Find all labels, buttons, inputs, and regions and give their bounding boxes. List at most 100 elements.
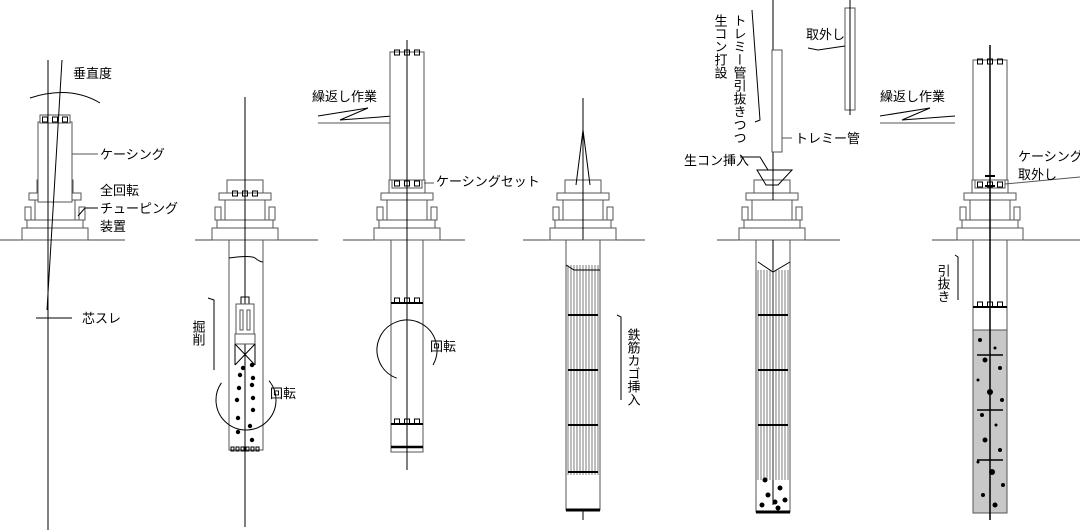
- tubing-machine-post: [78, 206, 86, 221]
- tubing-machine-post: [552, 206, 560, 221]
- bolt-icon: [394, 297, 400, 304]
- concrete-hopper: [756, 169, 794, 186]
- concrete-particle: [775, 505, 781, 511]
- aggregate-particle: [1000, 398, 1004, 402]
- label-casing-remove-2: 取外し: [1018, 168, 1057, 183]
- soil-particle: [249, 382, 255, 388]
- casing: [228, 239, 264, 451]
- bolt-icon: [414, 49, 420, 56]
- concrete-particle: [772, 499, 778, 505]
- rotation-arrow: [376, 319, 438, 379]
- label-casing-remove-1: ケーシング: [1018, 150, 1080, 165]
- soil-particle: [235, 415, 241, 421]
- tubing-machine-body: [751, 199, 793, 221]
- concrete-particle: [762, 477, 768, 483]
- leader-line: [1004, 176, 1080, 185]
- bolt-icon: [394, 49, 400, 56]
- aggregate-particle: [976, 378, 980, 382]
- tubing-machine-post: [214, 206, 222, 221]
- tubing-machine-base: [738, 227, 806, 241]
- aggregate-particle: [982, 437, 988, 443]
- bolt-icon: [977, 58, 983, 65]
- tubing-machine-flange: [745, 192, 799, 201]
- bolt-icon: [414, 180, 420, 187]
- leader-line: [740, 156, 769, 171]
- tubing-machine-post: [430, 206, 438, 221]
- tubing-machine-body: [34, 199, 76, 221]
- bolt-icon: [252, 190, 258, 197]
- bolt-icon: [977, 181, 983, 188]
- tubing-machine-base: [21, 227, 89, 241]
- aggregate-particle: [980, 413, 984, 417]
- soil-particle: [237, 372, 243, 378]
- cutting-bit: [250, 446, 255, 452]
- soil-particle: [240, 365, 246, 371]
- step-1-casing-verticality: 垂直度 ケーシング 全回転 チューピング 装置 芯スレ: [73, 66, 178, 327]
- repeat-marker: [879, 107, 956, 121]
- soil-particle: [250, 395, 256, 401]
- cutting-bit: [235, 446, 240, 452]
- label-device-3: 装置: [100, 220, 126, 235]
- label-device-1: 全回転: [100, 183, 139, 199]
- soil-particle: [234, 397, 240, 403]
- label-device-2: チューピング: [100, 202, 178, 217]
- tubing-machine-post: [741, 206, 749, 221]
- tubing-machine-post: [376, 206, 384, 221]
- label-verticality: 垂直度: [73, 66, 112, 82]
- label-misalignment: 芯スレ: [82, 312, 121, 327]
- aggregate-particle: [982, 357, 988, 363]
- tubing-machine-platform: [743, 219, 801, 229]
- label-concrete-insert: 生コン挿入: [684, 154, 749, 169]
- label-repeat: 繰返し作業: [312, 89, 377, 105]
- direction-marker: [954, 254, 959, 300]
- cutting-bit: [255, 446, 260, 452]
- repeat-marker: [317, 107, 394, 121]
- bolt-icon: [997, 181, 1003, 188]
- concrete-particle: [777, 485, 783, 491]
- grab-slot: [246, 309, 251, 331]
- concrete-particle: [782, 497, 788, 503]
- aggregate-particle: [998, 366, 1002, 370]
- concrete-particle: [759, 502, 765, 508]
- tubing-machine-post: [268, 206, 276, 221]
- aggregate-particle: [976, 460, 980, 464]
- aggregate-particle: [998, 448, 1002, 452]
- leader-line: [807, 45, 846, 51]
- soil-particle: [249, 437, 255, 443]
- grab-jaws: [234, 343, 256, 366]
- casing-cap: [39, 114, 71, 124]
- bolt-icon: [977, 301, 983, 308]
- bolt-icon: [232, 190, 238, 197]
- bolt-icon: [394, 418, 400, 425]
- label-casing: ケーシング: [100, 148, 165, 163]
- grab-slot: [239, 309, 244, 331]
- step-5-concrete-pour: トレミー管引抜きつつ 生コン打設 取外し トレミー管 生コン挿入: [684, 14, 860, 169]
- tubing-machine-post: [795, 206, 803, 221]
- label-remove: 取外し: [806, 28, 845, 43]
- tubing-machine-post: [606, 206, 614, 221]
- step-4-cage-insert: 鉄筋カゴ挿入: [625, 328, 641, 406]
- bolt-icon: [52, 116, 58, 123]
- label-cage-insert: 鉄筋カゴ挿入: [625, 328, 641, 406]
- direction-marker: [616, 314, 622, 400]
- cutting-bit: [240, 446, 245, 452]
- label-casing-set: ケーシングセット: [436, 175, 540, 190]
- hammer-grab: [235, 303, 255, 335]
- concrete-particle: [765, 492, 771, 498]
- soil-particle: [235, 429, 241, 435]
- aggregate-particle: [993, 346, 997, 350]
- tremie-pipe: [771, 49, 783, 153]
- step-2-excavation: 掘削 回転: [190, 320, 297, 402]
- leader-line: [77, 207, 98, 217]
- cage-top: [565, 264, 600, 271]
- aggregate-particle: [994, 423, 998, 427]
- direction-marker: [207, 297, 215, 370]
- cutting-bit: [245, 446, 250, 452]
- label-repeat: 繰返し作業: [880, 89, 945, 105]
- bolt-icon: [414, 418, 420, 425]
- aggregate-particle: [992, 502, 998, 508]
- bolt-icon: [62, 116, 68, 123]
- tubing-machine-post: [1013, 206, 1021, 221]
- label-rotation: 回転: [430, 340, 456, 355]
